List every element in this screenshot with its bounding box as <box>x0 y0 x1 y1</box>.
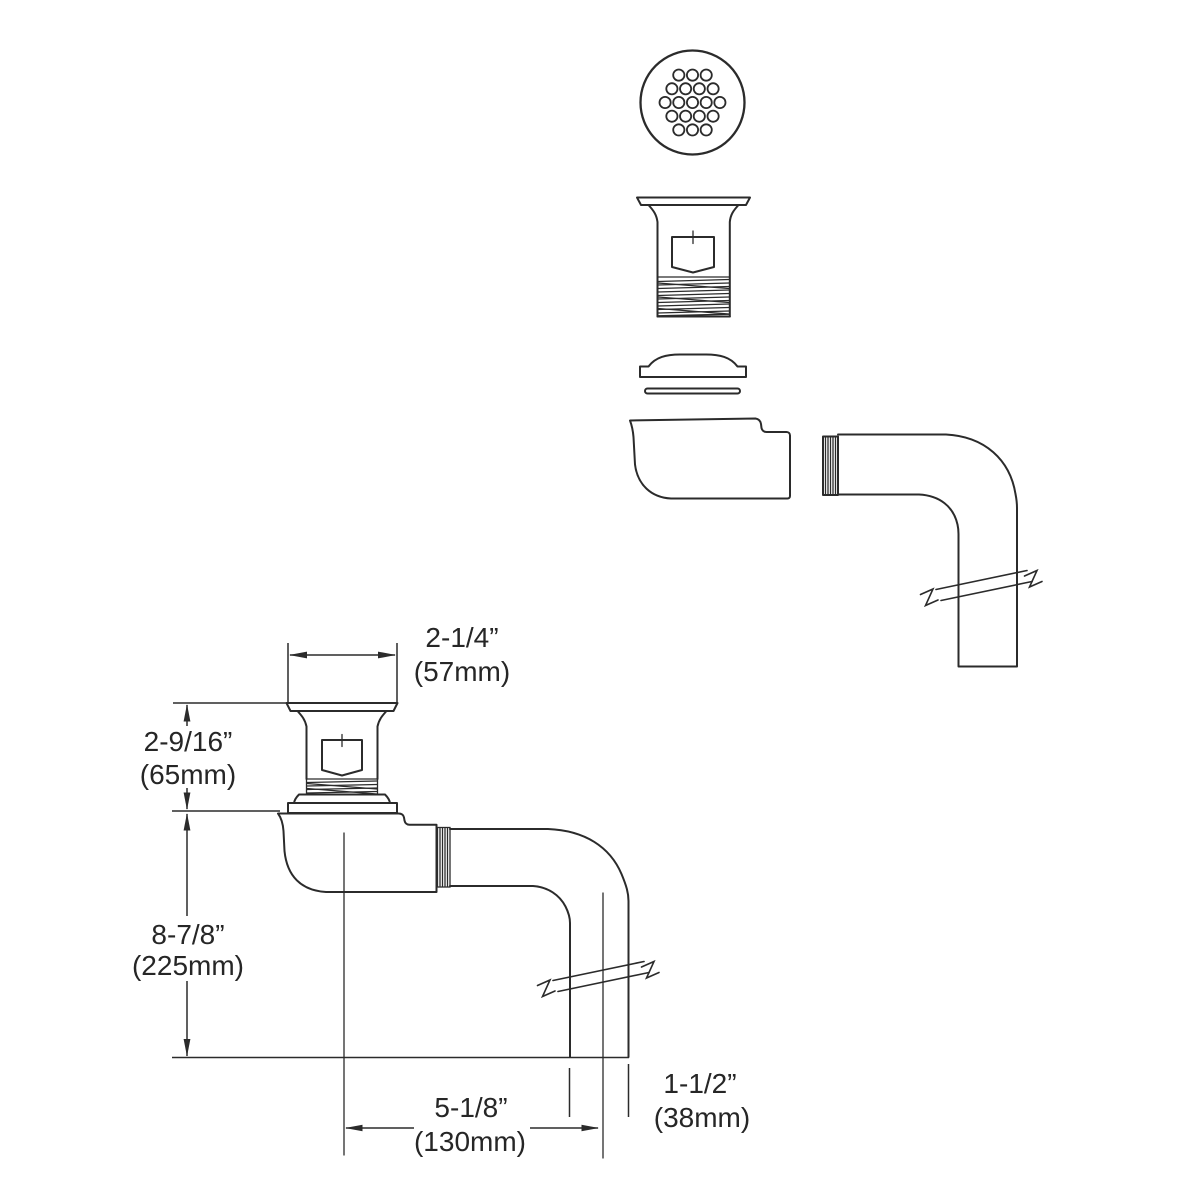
dim-outlet-diameter-imperial: 1-1/2” <box>663 1068 736 1099</box>
dim-flange-width-metric: (57mm) <box>414 656 510 687</box>
dim-body-height-metric: (65mm) <box>140 759 236 790</box>
drain-body-threads <box>657 278 730 317</box>
dim-body-height: 2-9/16” (65mm) <box>140 702 290 812</box>
locking-ring <box>287 802 398 814</box>
dim-horizontal-run-imperial: 5-1/8” <box>434 1092 507 1123</box>
pipe-break-symbol <box>919 568 1043 608</box>
elbow-housing-exploded <box>629 417 791 500</box>
drain-body-exploded <box>636 196 751 318</box>
elbow-threads <box>436 826 451 888</box>
drain-threads-assembled <box>305 778 379 796</box>
dim-outlet-diameter: 1-1/2” (38mm) <box>568 1064 750 1133</box>
dim-overall-height-metric: (225mm) <box>132 950 244 981</box>
pipe-break-symbol <box>536 959 660 999</box>
elbow-assembly <box>277 812 660 1058</box>
dim-overall-height: 8-7/8” (225mm) <box>132 813 629 1059</box>
assembled-view <box>277 702 660 1159</box>
dim-body-height-imperial: 2-9/16” <box>144 726 233 757</box>
drain-body-assembled <box>285 702 399 814</box>
friction-washer <box>644 387 741 395</box>
exploded-view <box>629 49 1043 668</box>
dimensions: 2-1/4” (57mm) 2-9/16” (65mm) 8-7/8” (225… <box>132 622 750 1157</box>
dim-horizontal-run: 5-1/8” (130mm) <box>345 1092 599 1157</box>
sealing-gasket <box>639 353 747 378</box>
dim-overall-height-imperial: 8-7/8” <box>151 919 224 950</box>
dim-outlet-diameter-metric: (38mm) <box>654 1102 750 1133</box>
dim-flange-width: 2-1/4” (57mm) <box>287 622 510 702</box>
elbow-pipe-exploded <box>822 433 1043 668</box>
dim-horizontal-run-metric: (130mm) <box>414 1126 526 1157</box>
dim-flange-width-imperial: 2-1/4” <box>425 622 498 653</box>
grid-strainer <box>639 49 746 156</box>
gasket-collar <box>293 793 391 804</box>
